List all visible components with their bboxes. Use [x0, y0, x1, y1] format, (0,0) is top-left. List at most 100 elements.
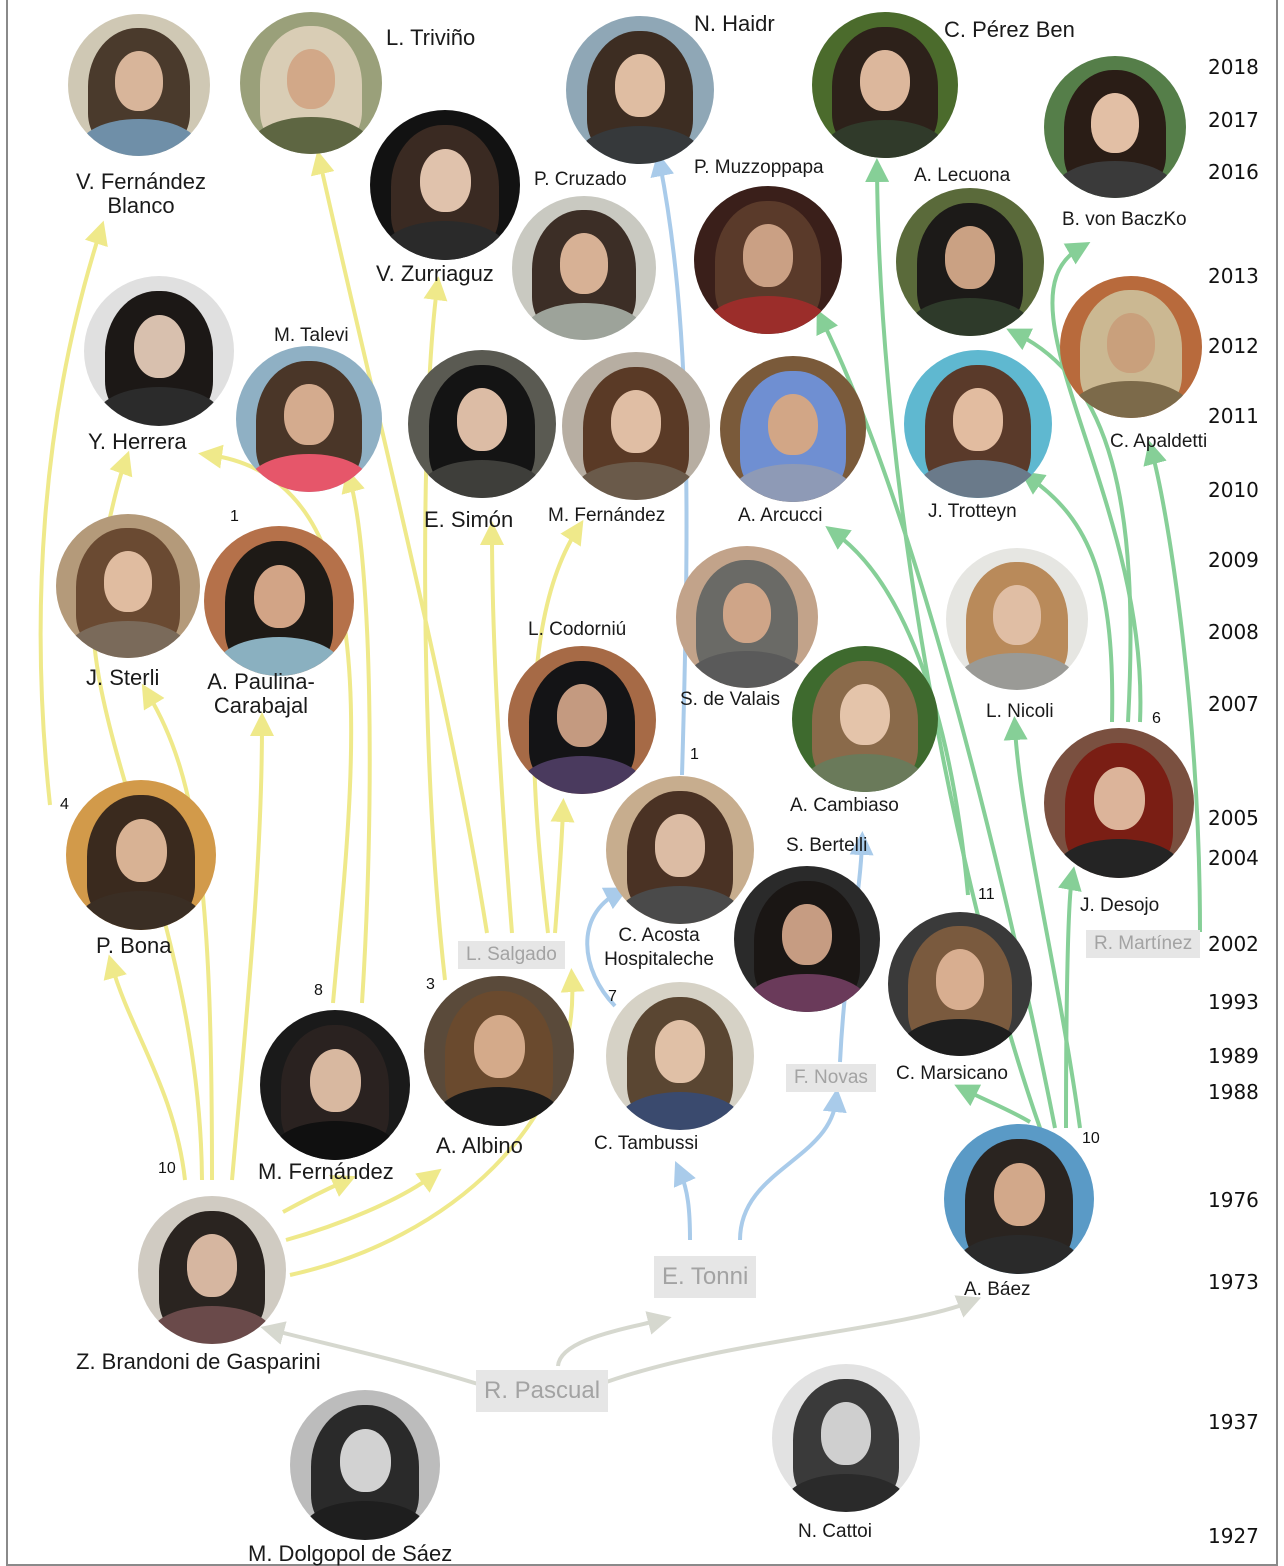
- name-von-baczko: B. von BaczKo: [1062, 209, 1187, 230]
- edge-fernandezm-talevi: [341, 468, 372, 1004]
- portrait-apaldetti: [1060, 276, 1202, 418]
- name-muzzoppapa: P. Muzzoppapa: [694, 157, 824, 178]
- year-label: 2004: [1208, 846, 1259, 870]
- name-marsicano: C. Marsicano: [896, 1063, 1008, 1084]
- edge-brandoni-bona: [103, 954, 187, 1181]
- portrait-lecuona: [896, 188, 1044, 336]
- portrait-fernandez-blanco: [68, 14, 210, 156]
- portrait-bona: [66, 780, 216, 930]
- portrait-tambussi: [606, 982, 754, 1130]
- portrait-albino: [424, 976, 574, 1126]
- count-acosta: 1: [690, 746, 699, 763]
- edge-salgado-trivino: [310, 150, 489, 934]
- advisor-box-tonni: E. Tonni: [654, 1256, 757, 1298]
- name-trivino: L. Triviño: [386, 25, 476, 50]
- count-paulina: 1: [230, 508, 239, 525]
- portrait-codorniu: [508, 646, 656, 794]
- advisor-box-martinez: R. Martínez: [1086, 930, 1201, 958]
- name-dolgopol: M. Dolgopol de Sáez: [248, 1541, 453, 1566]
- name-codorniu: L. Codorniú: [528, 619, 627, 640]
- name-line: Hospitaleche: [604, 949, 714, 970]
- portrait-nicoli: [946, 548, 1088, 690]
- portrait-muzzoppapa: [694, 186, 842, 334]
- edge-baez-marsicano: [954, 1084, 1032, 1124]
- name-apaldetti: C. Apaldetti: [1110, 431, 1208, 452]
- name-cruzado: P. Cruzado: [534, 169, 627, 190]
- edge-brandoni-herrera: [90, 450, 204, 1181]
- name-paulina: A. Paulina- Carabajal: [196, 670, 326, 718]
- count-tambussi: 7: [608, 988, 617, 1005]
- edge-brandoni-paulina: [230, 712, 274, 1181]
- name-baez: A. Báez: [964, 1279, 1031, 1300]
- count-marsicano: 11: [978, 886, 995, 903]
- year-label: 2007: [1208, 692, 1259, 716]
- year-label: 2010: [1208, 478, 1259, 502]
- name-de-valais: S. de Valais: [680, 689, 780, 710]
- edge-salgado-codorniu: [550, 798, 575, 934]
- portrait-fernandez-m2: [562, 352, 710, 500]
- name-zurriaguz: V. Zurriaguz: [376, 261, 494, 286]
- portrait-von-baczko: [1044, 56, 1186, 198]
- edge-pascual-tonni: [556, 1311, 672, 1367]
- edge-brandoni-fernandezm: [282, 1174, 356, 1214]
- year-label: 2012: [1208, 334, 1259, 358]
- portrait-simon: [408, 350, 556, 498]
- edge-baez-nicoli: [1003, 716, 1082, 1129]
- year-label: 2011: [1208, 404, 1259, 428]
- name-cattoi: N. Cattoi: [798, 1521, 872, 1542]
- portrait-cruzado: [512, 196, 656, 340]
- year-label: 2002: [1208, 932, 1259, 956]
- name-nicoli: L. Nicoli: [986, 701, 1054, 722]
- portrait-zurriaguz: [370, 110, 520, 260]
- name-lecuona: A. Lecuona: [914, 165, 1011, 186]
- portrait-bertelli: [734, 866, 880, 1012]
- name-talevi: M. Talevi: [274, 325, 349, 346]
- yellow-edges: [38, 150, 585, 1277]
- edge-tambussi-acosta: [585, 887, 629, 1008]
- edge-salgado-simon: [480, 521, 514, 934]
- year-label: 1927: [1208, 1524, 1259, 1548]
- gray-edges: [260, 1295, 982, 1387]
- name-line: Blanco: [107, 193, 175, 218]
- name-line: C. Acosta: [618, 925, 700, 946]
- edge-baez-desojo: [1058, 866, 1082, 1129]
- year-label: 1976: [1208, 1188, 1259, 1212]
- name-trotteyn: J. Trotteyn: [928, 501, 1017, 522]
- portrait-cattoi: [772, 1364, 920, 1512]
- name-cambiaso: A. Cambiaso: [790, 795, 899, 816]
- name-sterli: J. Sterli: [86, 665, 160, 690]
- portrait-paulina: [204, 526, 354, 676]
- edge-tonni-novas: [738, 1088, 847, 1241]
- year-label: 2017: [1208, 108, 1259, 132]
- portrait-brandoni: [138, 1196, 286, 1344]
- portrait-baez: [944, 1124, 1094, 1274]
- year-label: 2009: [1208, 548, 1259, 572]
- name-fernandez-m: M. Fernández: [258, 1159, 394, 1184]
- name-tambussi: C. Tambussi: [594, 1133, 699, 1154]
- name-bertelli: S. Bertelli: [786, 835, 868, 856]
- portrait-dolgopol: [290, 1390, 440, 1540]
- name-albino: A. Albino: [436, 1133, 523, 1158]
- name-brandoni: Z. Brandoni de Gasparini: [76, 1349, 321, 1374]
- count-desojo: 6: [1152, 710, 1161, 727]
- name-haidr: N. Haidr: [694, 11, 775, 36]
- edge-brandoni-albino: [285, 1168, 442, 1242]
- advisor-box-novas: F. Novas: [786, 1064, 876, 1092]
- name-simon: E. Simón: [424, 507, 514, 532]
- portrait-de-valais: [676, 546, 818, 688]
- portrait-cambiaso: [792, 646, 938, 792]
- portrait-fernandez-m: [260, 1010, 410, 1160]
- name-fernandez-blanco: V. Fernández Blanco: [58, 170, 224, 218]
- name-acosta: C. Acosta Hospitaleche: [584, 924, 734, 972]
- portrait-talevi: [236, 346, 382, 492]
- year-label: 1989: [1208, 1044, 1259, 1068]
- advisor-box-pascual: R. Pascual: [476, 1370, 609, 1412]
- name-bona: P. Bona: [96, 933, 172, 958]
- name-line: Carabajal: [213, 693, 309, 718]
- portrait-marsicano: [888, 912, 1032, 1056]
- portrait-sterli: [56, 514, 200, 658]
- year-label: 1993: [1208, 990, 1259, 1014]
- year-label: 2018: [1208, 55, 1259, 79]
- portrait-haidr: [566, 16, 714, 164]
